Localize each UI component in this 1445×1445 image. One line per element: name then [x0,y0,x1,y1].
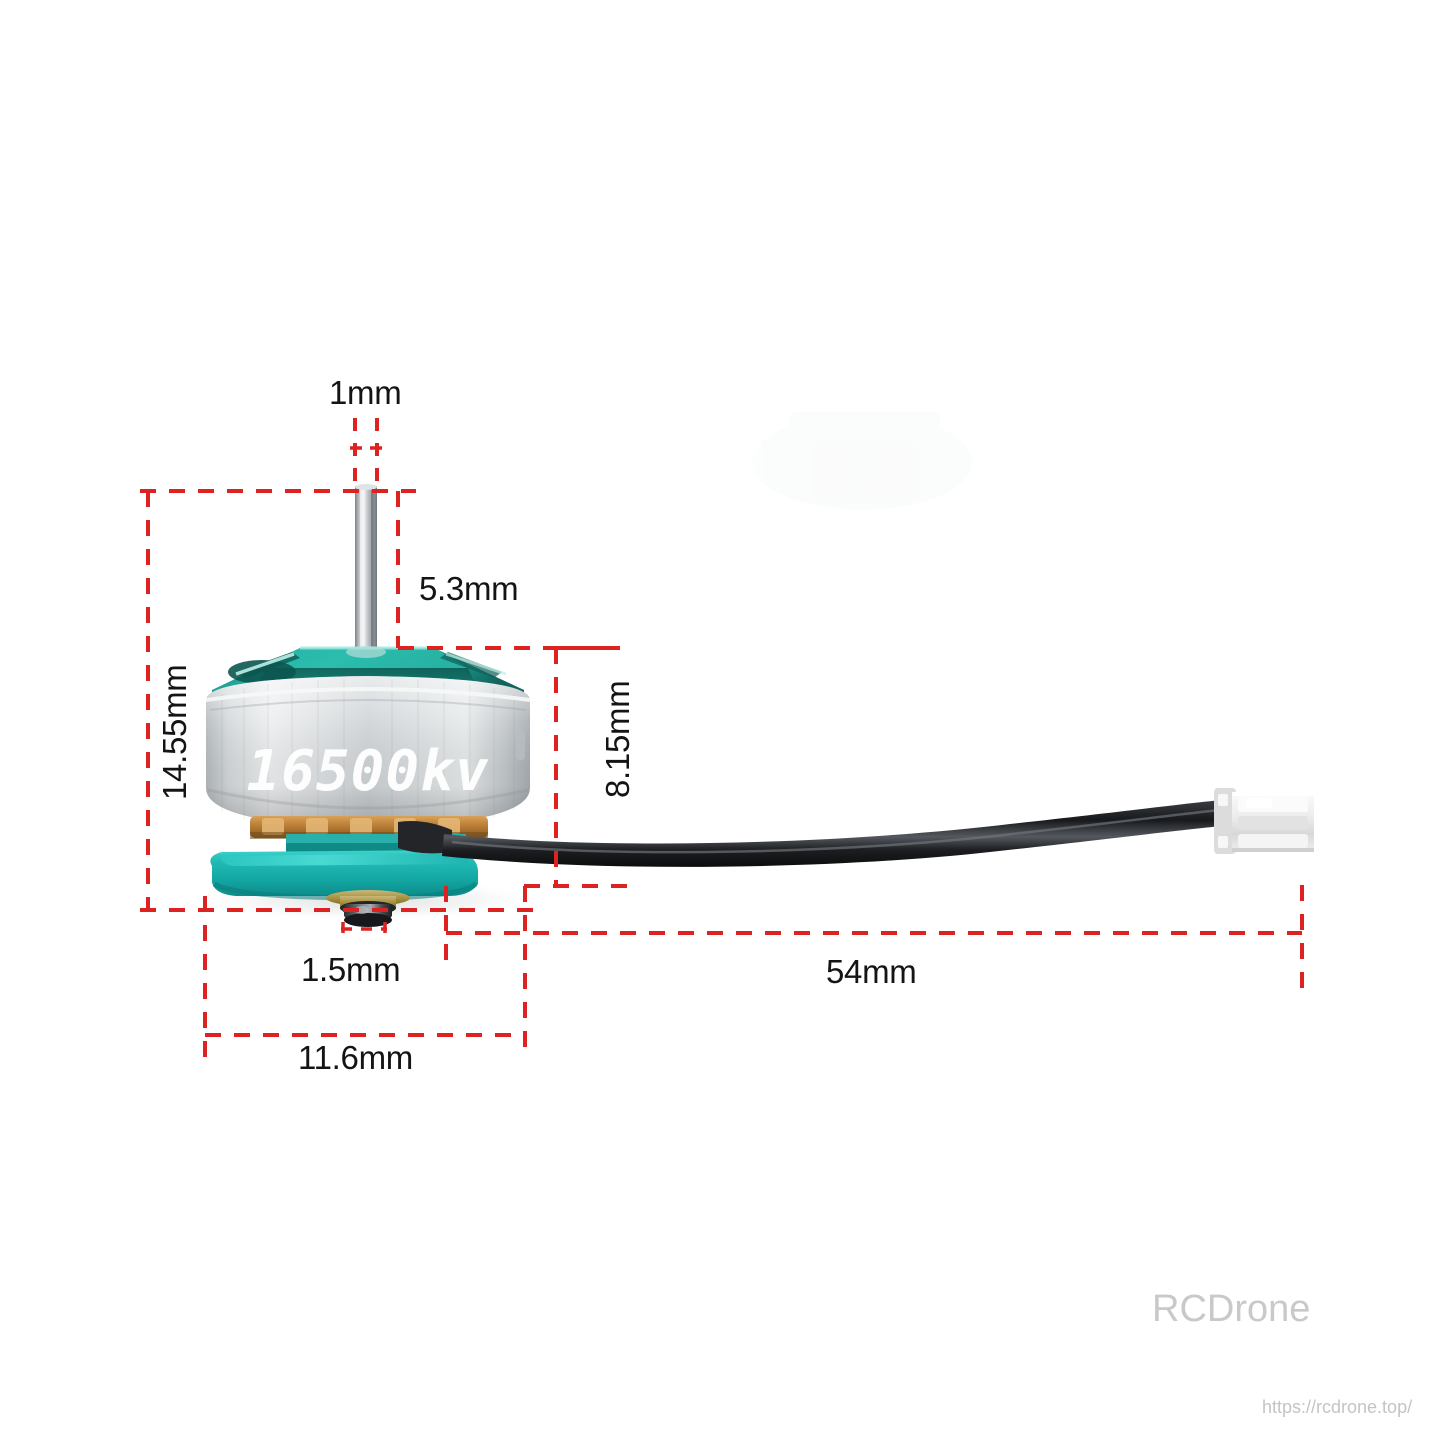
jst-connector [1214,788,1314,854]
motor-wire [442,800,1222,867]
dim-label-11-6mm: 11.6mm [298,1039,413,1076]
dim-line-8-15mm [524,646,640,888]
motor-wire-assembly [398,788,1314,867]
dim-line-5-3mm [396,491,620,650]
dim-line-11-6mm [203,886,527,1060]
dim-line-54mm [444,885,1304,1000]
site-url-watermark: https://rcdrone.top/ [1262,1397,1413,1417]
dim-line-1mm [350,418,382,490]
brand-watermark: RCDrone [1152,1288,1311,1330]
dim-label-1mm: 1mm [329,374,402,411]
motor-mount-base [210,850,478,901]
dim-label-14-55mm: 14.55mm [156,664,193,800]
motor-can [205,676,531,828]
ghost-watermark [752,412,972,510]
motor-assembly: 16500kv [205,484,531,927]
dim-label-1-5mm: 1.5mm [301,951,401,988]
motor-kv-label: 16500kv [246,739,489,804]
dim-label-54mm: 54mm [826,953,917,990]
dim-line-1-5mm [341,922,387,940]
wire-heatshrink [398,821,452,854]
dim-label-5-3mm: 5.3mm [419,570,519,607]
dim-label-8-15mm: 8.15mm [599,680,636,798]
dimension-lines [140,418,1304,1060]
motor-shaft [355,484,377,658]
